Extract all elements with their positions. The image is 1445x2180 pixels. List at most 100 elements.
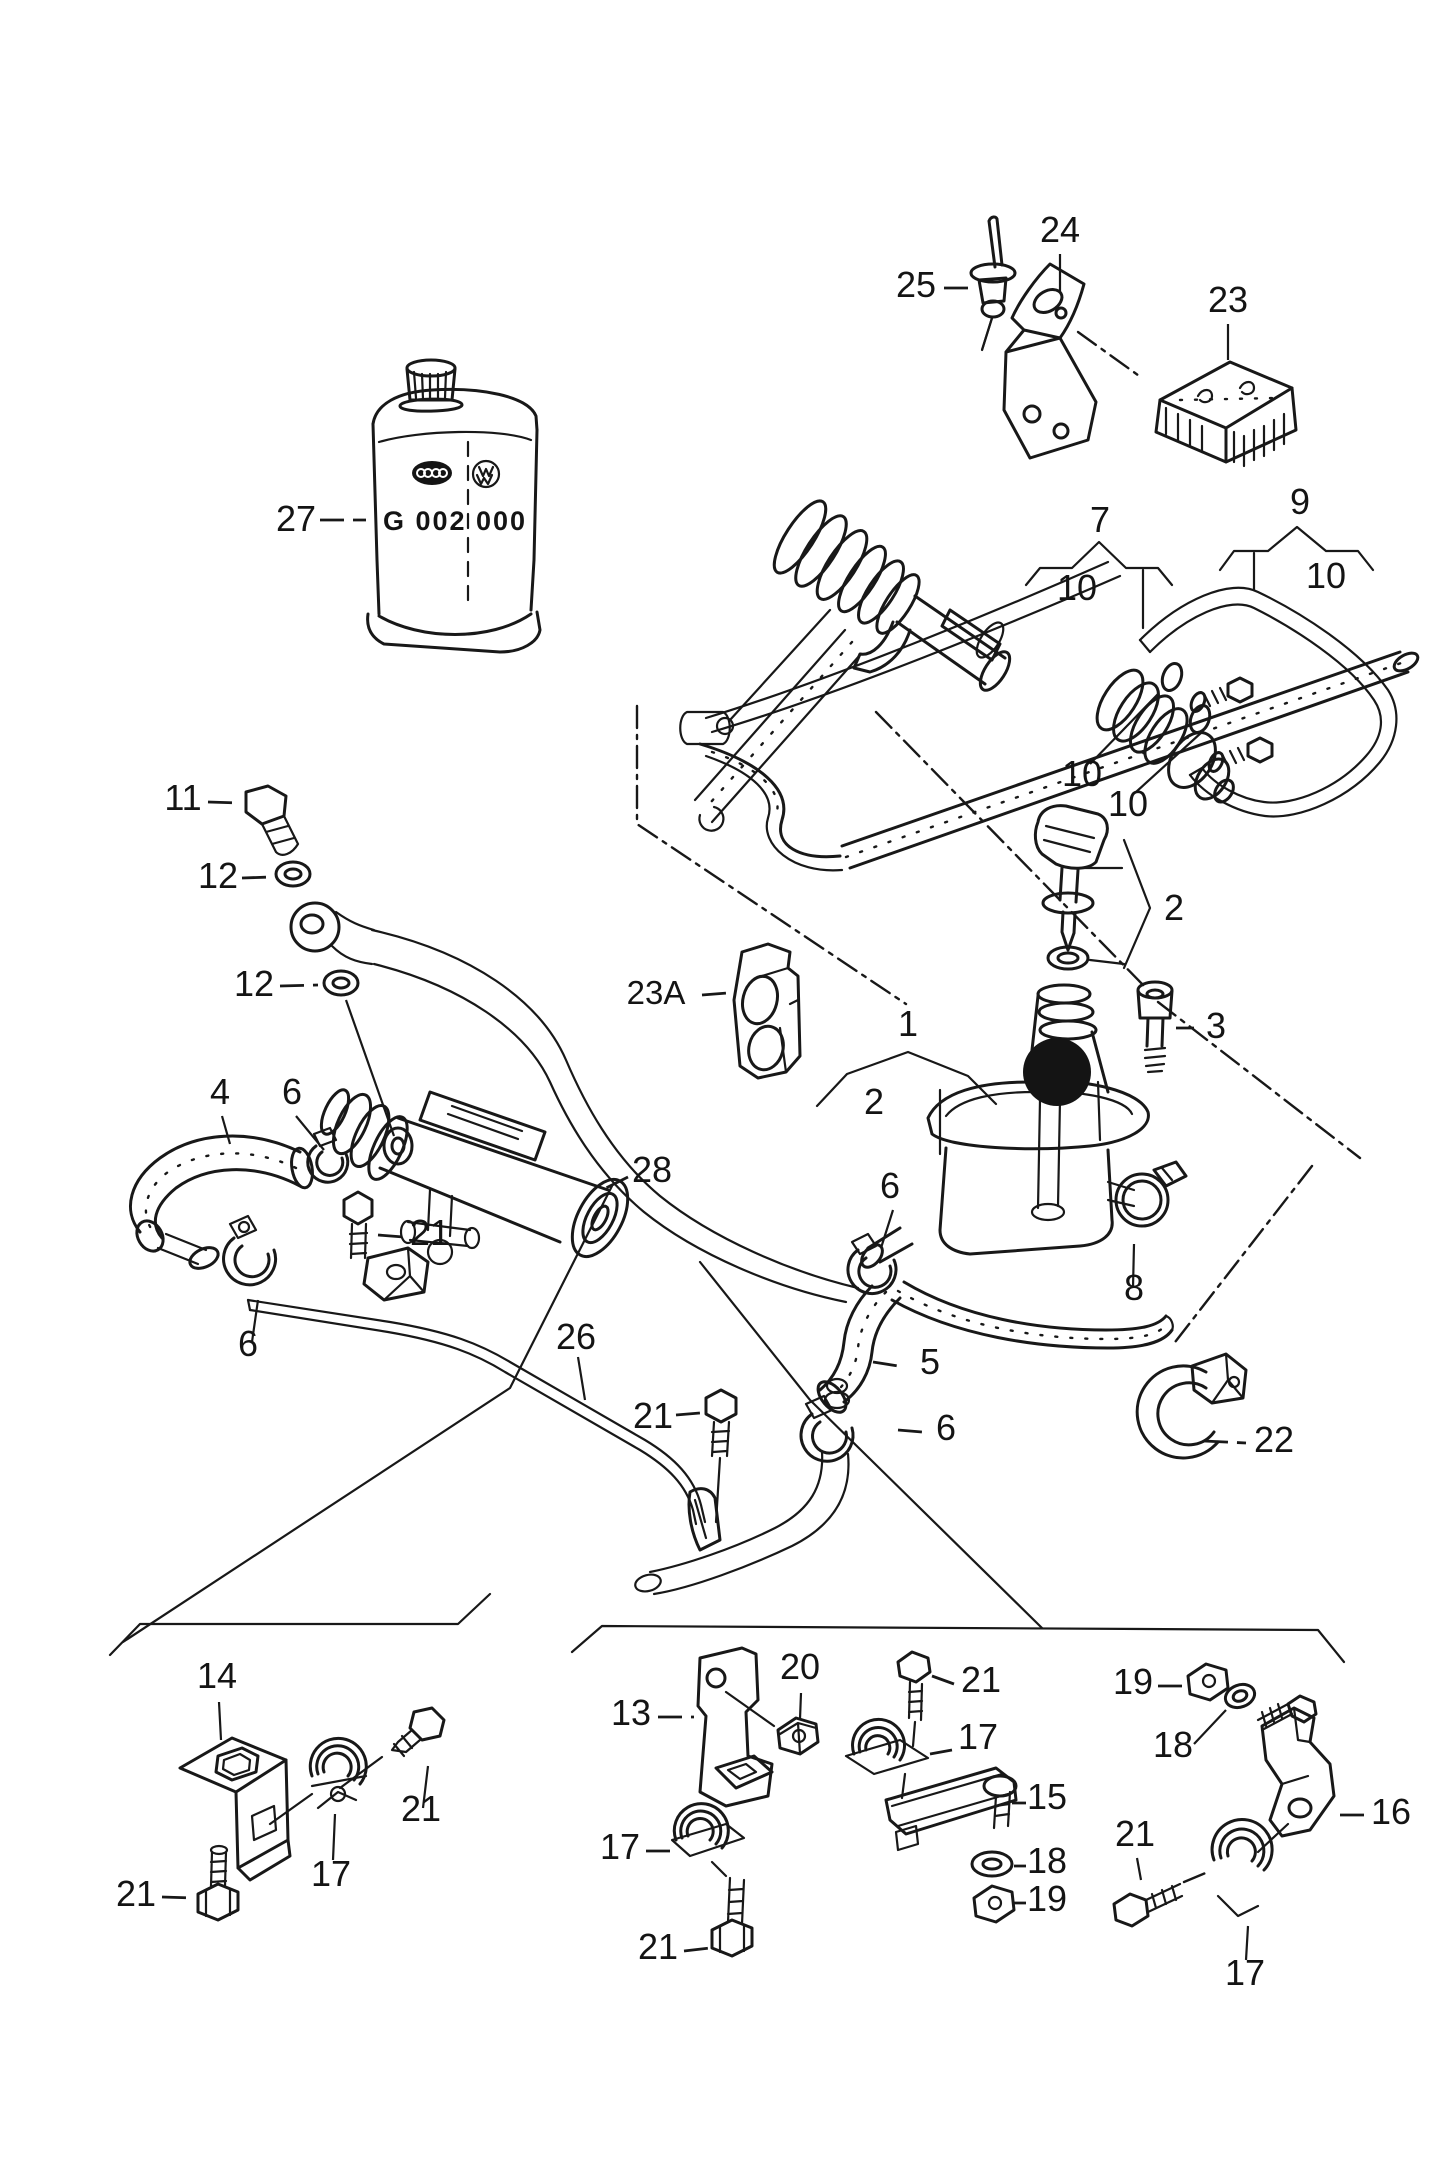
nut-19b <box>1186 1662 1230 1702</box>
bolt-21g <box>1112 1870 1210 1928</box>
part-label-7-10: 10 <box>1057 567 1097 608</box>
part-label-21b: 21 <box>633 1395 673 1436</box>
pipe-union-bolts-10 <box>1189 676 1274 773</box>
pipe-bracket <box>687 1487 722 1552</box>
part-label-6d: 6 <box>936 1407 956 1448</box>
nut-20 <box>776 1716 820 1756</box>
part-label-6b: 6 <box>238 1323 258 1364</box>
banjo-return-hose <box>370 928 860 1304</box>
bolt-21b <box>704 1388 738 1524</box>
part-label-7: 7 <box>1090 499 1110 540</box>
part-label-21g: 21 <box>1115 1813 1155 1854</box>
part-label-11: 11 <box>164 777 201 818</box>
part-label-8: 8 <box>1124 1267 1144 1308</box>
bolt-21c <box>390 1706 446 1758</box>
hose-clamp-8 <box>1114 1160 1188 1228</box>
part-label-13: 13 <box>611 1692 651 1733</box>
banjo-bolt-11 <box>244 784 376 997</box>
part-label-15: 15 <box>1027 1776 1067 1817</box>
bracket-14 <box>178 1736 292 1882</box>
steering-rack-tube <box>693 594 1012 832</box>
part-label-9: 9 <box>1290 481 1310 522</box>
clamp-block-23 <box>1154 360 1298 468</box>
retaining-clip-22 <box>1135 1352 1248 1460</box>
steering-valve-housing <box>1095 661 1274 804</box>
part-label-19b: 19 <box>1113 1661 1153 1702</box>
part-label-26: 26 <box>556 1316 596 1357</box>
section-dividers <box>108 1184 1346 1664</box>
socket-bolt-3 <box>1136 980 1174 1074</box>
part-label-5: 5 <box>920 1341 940 1382</box>
washer-18a <box>970 1850 1014 1878</box>
part-label-18b: 18 <box>1153 1724 1193 1765</box>
bolt-21e <box>896 1650 932 1722</box>
banjo-block-fitting <box>362 1246 430 1302</box>
return-hose-long <box>890 1280 1174 1350</box>
part-label-21e: 21 <box>961 1659 1001 1700</box>
part-label-23: 23 <box>1208 279 1248 320</box>
part-label-2b: 2 <box>1164 887 1184 928</box>
washer-18b <box>1223 1682 1257 1710</box>
part-label-23a: 23A <box>627 974 686 1011</box>
part-label-17a: 17 <box>311 1853 351 1894</box>
part-label-22: 22 <box>1254 1419 1294 1460</box>
clamp-17c <box>670 1802 746 1858</box>
axis-lines <box>635 330 1362 1348</box>
bolt-21f <box>710 1876 754 1958</box>
part-label-25: 25 <box>896 264 936 305</box>
stud-bolt-16 <box>1256 1694 1318 1732</box>
fluid-bottle-27 <box>366 358 542 654</box>
part-label-24: 24 <box>1040 209 1080 250</box>
part-label-21c: 21 <box>401 1788 441 1829</box>
bottle-part-code: G 002 000 <box>383 506 527 536</box>
part-label-21f: 21 <box>638 1926 678 1967</box>
suction-hose <box>698 650 1420 872</box>
part-label-18a: 18 <box>1027 1840 1067 1881</box>
bracket-23a <box>732 942 802 1080</box>
part-label-9-10: 10 <box>1306 555 1346 596</box>
hose-clamp-6b <box>222 1214 278 1287</box>
diagram-line-art <box>108 215 1420 1958</box>
part-label-17b: 17 <box>958 1716 998 1757</box>
part-label-28: 28 <box>632 1149 672 1190</box>
part-label-4: 4 <box>210 1071 230 1112</box>
bracket-24 <box>1002 262 1098 460</box>
detail-group-right <box>1112 1662 1336 1928</box>
reservoir-cap-2 <box>1033 804 1109 971</box>
highlight-dot <box>1023 1038 1091 1106</box>
pump-cylinder-28 <box>319 1088 630 1266</box>
part-label-2a: 2 <box>864 1081 884 1122</box>
part-label-19a: 19 <box>1027 1878 1067 1919</box>
part-label-16: 16 <box>1371 1791 1411 1832</box>
bolt-21a <box>342 1190 374 1260</box>
part-label-10b: 10 <box>1108 783 1148 824</box>
part-label-10a: 10 <box>1062 753 1102 794</box>
callout-brackets <box>815 525 1375 1156</box>
retaining-pin-25 <box>969 215 1017 352</box>
part-label-1: 1 <box>898 1003 918 1044</box>
part-label-12a: 12 <box>198 855 238 896</box>
labels-layer: 25 24 23 27 7 10 9 10 10 10 11 12 12 23A… <box>116 209 1411 1993</box>
leader-lines <box>161 254 1364 1961</box>
pressure-pipe-9 <box>1138 586 1398 818</box>
reservoir-1 <box>860 983 1150 1269</box>
part-label-21a: 21 <box>410 1212 450 1253</box>
part-label-12b: 12 <box>234 963 274 1004</box>
vw-logo-icon <box>471 459 501 489</box>
detail-group-middle <box>670 1646 1018 1958</box>
part-label-17d: 17 <box>1225 1952 1265 1993</box>
part-label-6a: 6 <box>282 1071 302 1112</box>
steering-rack-boot <box>772 499 921 674</box>
return-pipe-7 <box>679 560 1122 746</box>
suction-hose-5 <box>816 1284 902 1414</box>
rail-15 <box>884 1766 1018 1852</box>
hose-4 <box>129 1134 314 1270</box>
bracket-16 <box>1260 1706 1336 1838</box>
part-label-3: 3 <box>1206 1005 1226 1046</box>
part-label-21d: 21 <box>116 1873 156 1914</box>
nut-19a <box>972 1884 1016 1924</box>
part-label-6c: 6 <box>880 1165 900 1206</box>
detail-group-left <box>178 1706 446 1922</box>
clamp-17a <box>308 1736 368 1810</box>
bracket-13 <box>696 1646 774 1808</box>
